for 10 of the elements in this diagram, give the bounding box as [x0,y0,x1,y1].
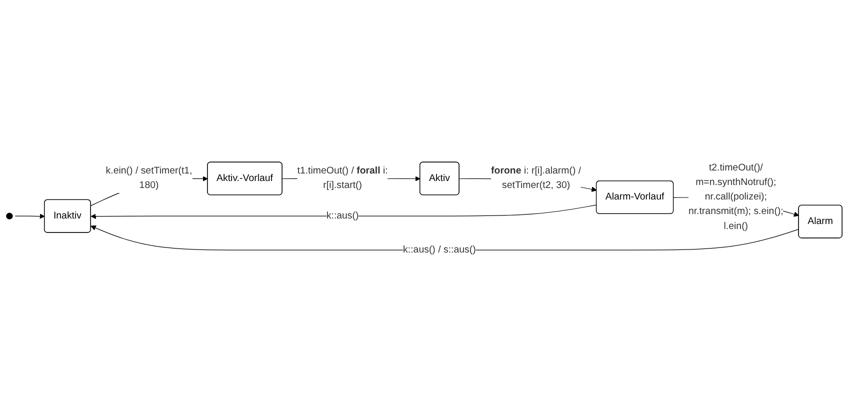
edge-label: k::aus() [326,211,359,222]
arrow [90,205,597,220]
arrow [90,226,800,251]
edge-label: t2.timeOut()/ m=n.synthNotruf(); nr.call(polizei); nr.transmit(m); s.ein(); l.ein() [688,163,784,232]
edge-label: forone i: r[i].alarm() / setTimer(t2, 30) [491,166,582,191]
edge-label: k::aus() / s::aus() [403,244,476,256]
arrow [14,214,45,220]
edge-label: t1.timeOut() / forall i: r[i].start() [297,166,388,191]
edge-label: k.ein() / setTimer(t1, 180) [106,166,192,191]
node-circle [4,210,16,222]
